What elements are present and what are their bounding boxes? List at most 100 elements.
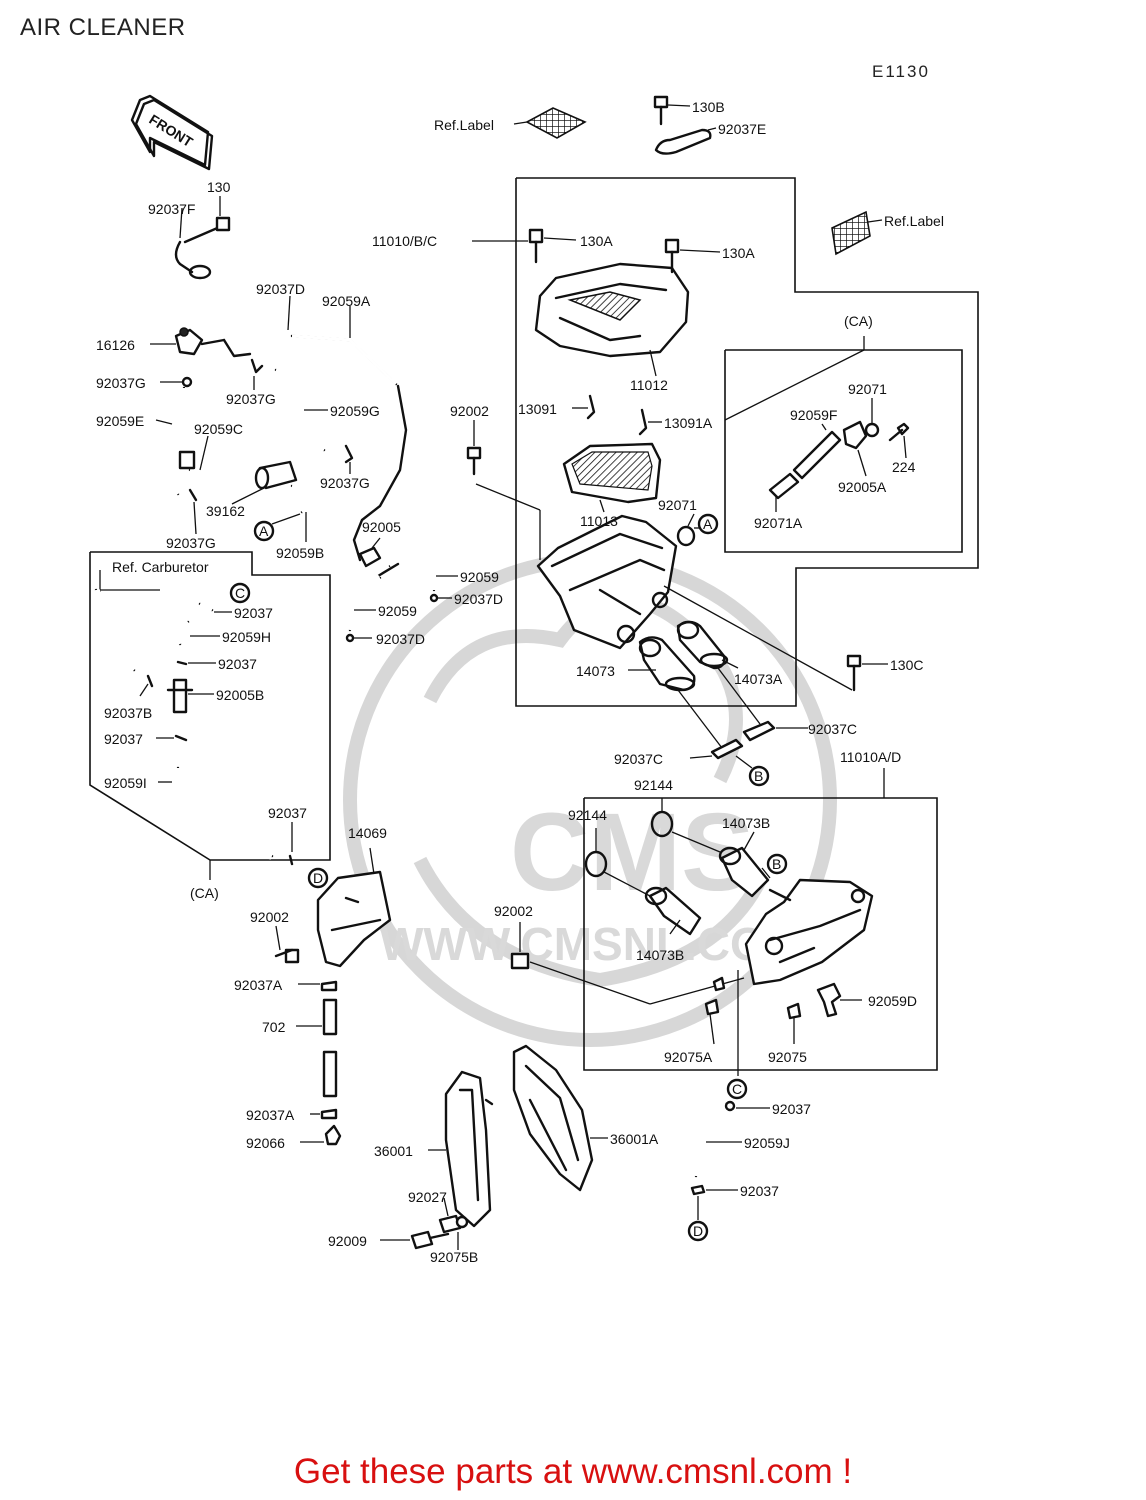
callout: 13091 <box>518 401 557 417</box>
callout: 92066 <box>246 1135 285 1151</box>
cover-14069-icon <box>316 847 392 968</box>
bolt-92002-left-icon <box>274 925 300 964</box>
valve-39162-icon <box>231 460 298 505</box>
clip-13091-icon <box>572 394 662 436</box>
bolt-130b-icon <box>653 95 691 126</box>
callout: 92037 <box>740 1183 779 1199</box>
callout: Ref. Carburetor <box>112 559 209 575</box>
nut-92075-icon <box>704 976 802 1045</box>
crankcase-breather-parts-icon <box>768 398 910 512</box>
callout: 92037A <box>234 977 283 993</box>
callout: 92059E <box>96 413 144 429</box>
air-cleaner-cover-icon <box>472 228 721 377</box>
main-cleaner-frame <box>89 177 979 1071</box>
callout: 92059F <box>790 407 837 423</box>
callout: 92002 <box>494 903 533 919</box>
callout: (CA) <box>190 885 219 901</box>
callout: 92144 <box>634 777 673 793</box>
callout: 92071 <box>658 497 697 513</box>
callout: 92059D <box>868 993 917 1009</box>
callout: (CA) <box>844 313 873 329</box>
svg-text:CMS: CMS <box>510 791 754 914</box>
bolt-92002-lower-icon <box>510 922 745 1005</box>
hose-92059g-icon <box>274 366 328 454</box>
hose-92059c-icon <box>178 435 264 482</box>
marker-b-icon: B B <box>748 765 788 875</box>
hose-92059e-icon <box>155 386 187 496</box>
callout: 92037 <box>234 605 273 621</box>
svg-text:C: C <box>732 1081 742 1097</box>
screw-92009-icon <box>380 1197 469 1250</box>
svg-text:A: A <box>703 516 713 532</box>
callout: 92037C <box>614 751 663 767</box>
clip-92037g-icon <box>160 358 354 535</box>
callout: 13091A <box>664 415 713 431</box>
callout: 92037D <box>256 281 305 297</box>
clamp-92037e-icon <box>654 127 717 155</box>
callout: Ref.Label <box>884 213 944 229</box>
svg-text:B: B <box>754 768 763 784</box>
svg-text:D: D <box>313 870 323 886</box>
callout: 92071 <box>848 381 887 397</box>
callout: 92075A <box>664 1049 713 1065</box>
callout: 702 <box>262 1019 286 1035</box>
callout: 92027 <box>408 1189 447 1205</box>
front-arrow-icon: FRONT <box>130 94 214 171</box>
diagram-code: E1130 <box>872 62 930 81</box>
callout: 92037G <box>226 391 276 407</box>
callout: 92037E <box>718 121 766 137</box>
marker-d-icon: D D <box>307 867 709 1242</box>
callout: 14073B <box>636 947 684 963</box>
callout: 92009 <box>328 1233 367 1249</box>
callout: 92071A <box>754 515 803 531</box>
callout: Ref.Label <box>434 117 494 133</box>
callout: 11012 <box>630 377 668 393</box>
callout: 92059J <box>744 1135 790 1151</box>
callout: 92002 <box>450 403 489 419</box>
callout: 92005A <box>838 479 887 495</box>
callout: 92059C <box>194 421 243 437</box>
drain-hose-702-icon <box>296 980 342 1146</box>
callout: 11010/B/C <box>372 233 437 249</box>
marker-a-icon: A A <box>253 513 719 542</box>
fitting-92005-icon <box>358 537 382 568</box>
callout: 14073 <box>576 663 615 679</box>
callout: 224 <box>892 459 916 475</box>
callout: 92037B <box>104 705 152 721</box>
callout: 92075 <box>768 1049 807 1065</box>
carburetor-hoses-icon <box>92 570 294 866</box>
watermark-url: WWW.CMSNL.COM <box>380 918 804 970</box>
buy-parts-link[interactable]: Get these parts at www.cmsnl.com ! <box>293 1452 853 1491</box>
air-cleaner-housing-11010ad-icon <box>744 867 874 986</box>
ref-label-sticker-icon <box>831 210 883 256</box>
hose-92059j-icon <box>690 1100 770 1220</box>
callout: 36001 <box>374 1143 413 1159</box>
callout: 92059G <box>330 403 380 419</box>
callout: 130C <box>890 657 923 673</box>
svg-text:B: B <box>772 856 781 872</box>
o-ring-92144-icon <box>584 798 721 897</box>
callout: 130 <box>207 179 231 195</box>
callout: 39162 <box>206 503 245 519</box>
callout: 92005B <box>216 687 264 703</box>
callout: 92037 <box>104 731 143 747</box>
side-cover-36001-icon <box>428 1070 494 1228</box>
callout: 130B <box>692 99 725 115</box>
callout: 11013 <box>580 513 618 529</box>
callout: 92037F <box>148 201 195 217</box>
callout: 92059 <box>460 569 499 585</box>
callout: 92059H <box>222 629 271 645</box>
svg-text:A: A <box>259 523 269 539</box>
callout: 130A <box>722 245 755 261</box>
breather-valve-16126-icon <box>150 327 252 358</box>
callout: 92037A <box>246 1107 295 1123</box>
bolt-92002-icon <box>466 420 541 560</box>
svg-text:D: D <box>693 1223 703 1239</box>
bolt-130c-icon <box>663 585 888 692</box>
callout: 92059 <box>378 603 417 619</box>
marker-c-icon: C C <box>229 582 748 1100</box>
callout: 92059B <box>276 545 324 561</box>
callout: 92037D <box>376 631 425 647</box>
hose-92059-lower-icon <box>345 574 383 643</box>
callout: 92075B <box>430 1249 478 1265</box>
